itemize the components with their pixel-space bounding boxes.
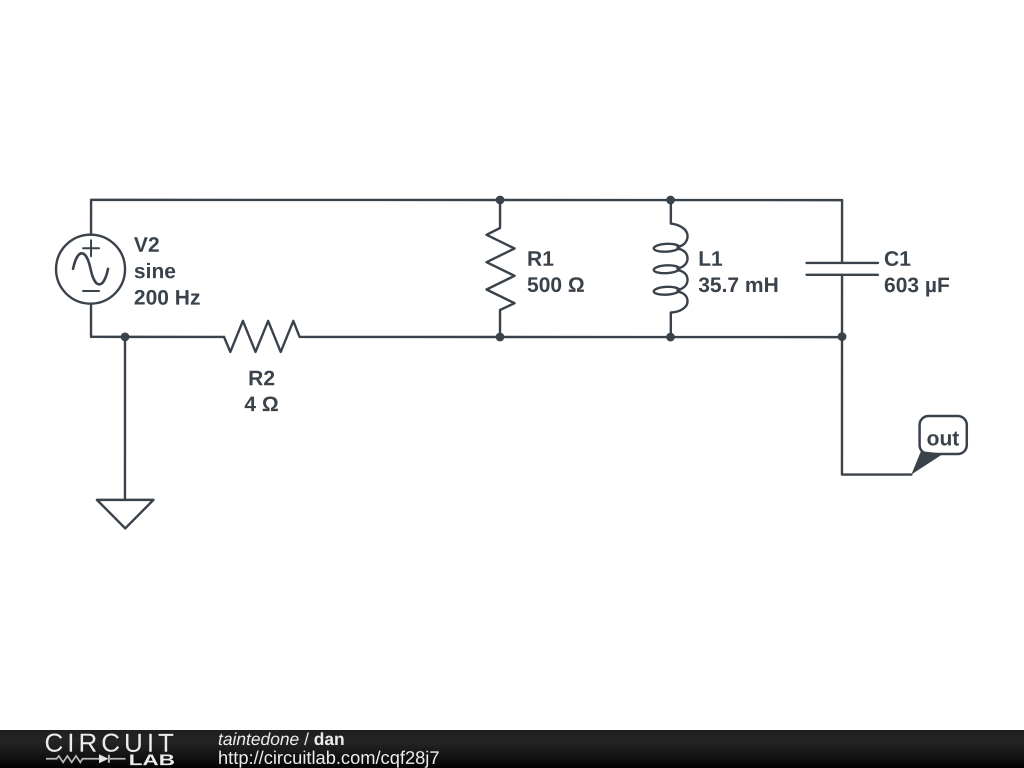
svg-text:4 Ω: 4 Ω [244, 393, 278, 416]
svg-text:taintedone / dan: taintedone / dan [218, 730, 345, 749]
svg-text:200 Hz: 200 Hz [134, 287, 201, 310]
svg-text:LAB: LAB [129, 752, 175, 768]
svg-text:603 µF: 603 µF [884, 274, 950, 297]
svg-text:CIRCUIT: CIRCUIT [44, 730, 177, 758]
svg-text:V2: V2 [134, 234, 160, 257]
svg-text:http://circuitlab.com/cqf28j7: http://circuitlab.com/cqf28j7 [218, 747, 440, 768]
svg-text:out: out [927, 427, 960, 450]
svg-text:sine: sine [134, 260, 176, 283]
svg-text:R1: R1 [527, 248, 554, 271]
svg-text:35.7 mH: 35.7 mH [698, 274, 779, 297]
svg-text:500 Ω: 500 Ω [527, 274, 585, 297]
svg-text:C1: C1 [884, 248, 911, 271]
svg-text:R2: R2 [248, 367, 275, 390]
svg-text:L1: L1 [698, 248, 723, 271]
